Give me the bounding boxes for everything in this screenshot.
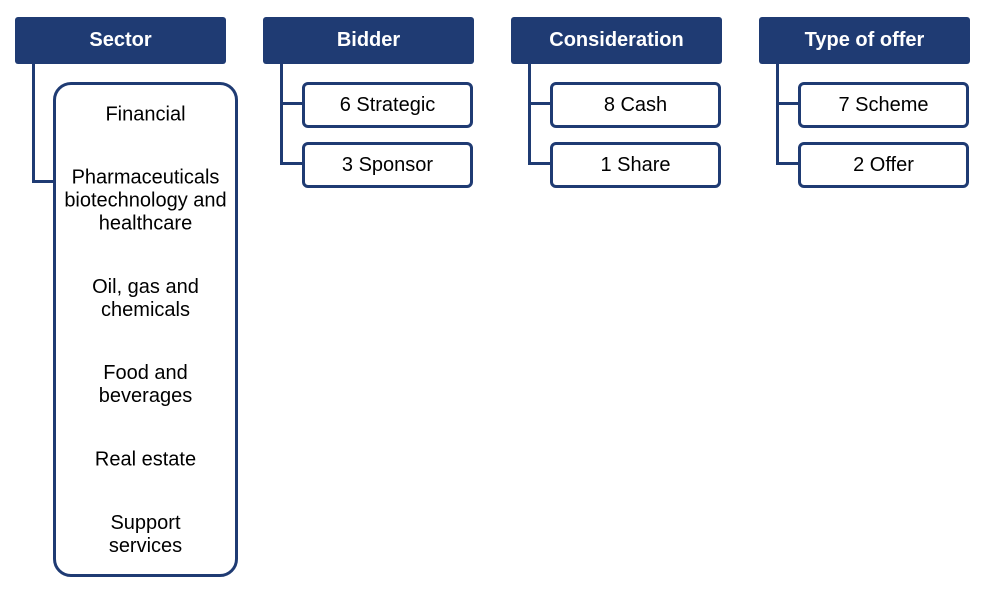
consideration-header: Consideration (511, 17, 722, 64)
sector-list: Financial Pharmaceuticals biotechnology … (53, 82, 238, 577)
type-of-offer-item-scheme: 7 Scheme (798, 82, 969, 128)
sector-item-oil-gas: Oil, gas and chemicals (92, 276, 199, 321)
sector-item-pharmaceuticals: Pharmaceuticals biotechnology and health… (64, 166, 227, 235)
type-of-offer-header: Type of offer (759, 17, 970, 64)
sector-item-real-estate: Real estate (94, 448, 197, 471)
bidder-item-sponsor: 3 Sponsor (302, 142, 473, 188)
sector-item-food-beverages: Food and beverages (98, 362, 193, 407)
sector-connector-vertical (32, 64, 35, 183)
type-of-offer-item-offer: 2 Offer (798, 142, 969, 188)
bidder-connector-vertical (280, 64, 283, 164)
sector-connector-horizontal (32, 180, 54, 183)
consideration-item-cash: 8 Cash (550, 82, 721, 128)
bidder-header: Bidder (263, 17, 474, 64)
sector-header: Sector (15, 17, 226, 64)
type-of-offer-connector-2 (776, 162, 800, 165)
consideration-connector-2 (528, 162, 552, 165)
type-of-offer-connector-vertical (776, 64, 779, 164)
sector-item-support-services: Support services (108, 512, 183, 557)
type-of-offer-connector-1 (776, 102, 800, 105)
bidder-item-strategic: 6 Strategic (302, 82, 473, 128)
consideration-connector-vertical (528, 64, 531, 164)
consideration-item-share: 1 Share (550, 142, 721, 188)
consideration-connector-1 (528, 102, 552, 105)
bidder-connector-2 (280, 162, 304, 165)
sector-item-financial: Financial (105, 103, 186, 126)
bidder-connector-1 (280, 102, 304, 105)
